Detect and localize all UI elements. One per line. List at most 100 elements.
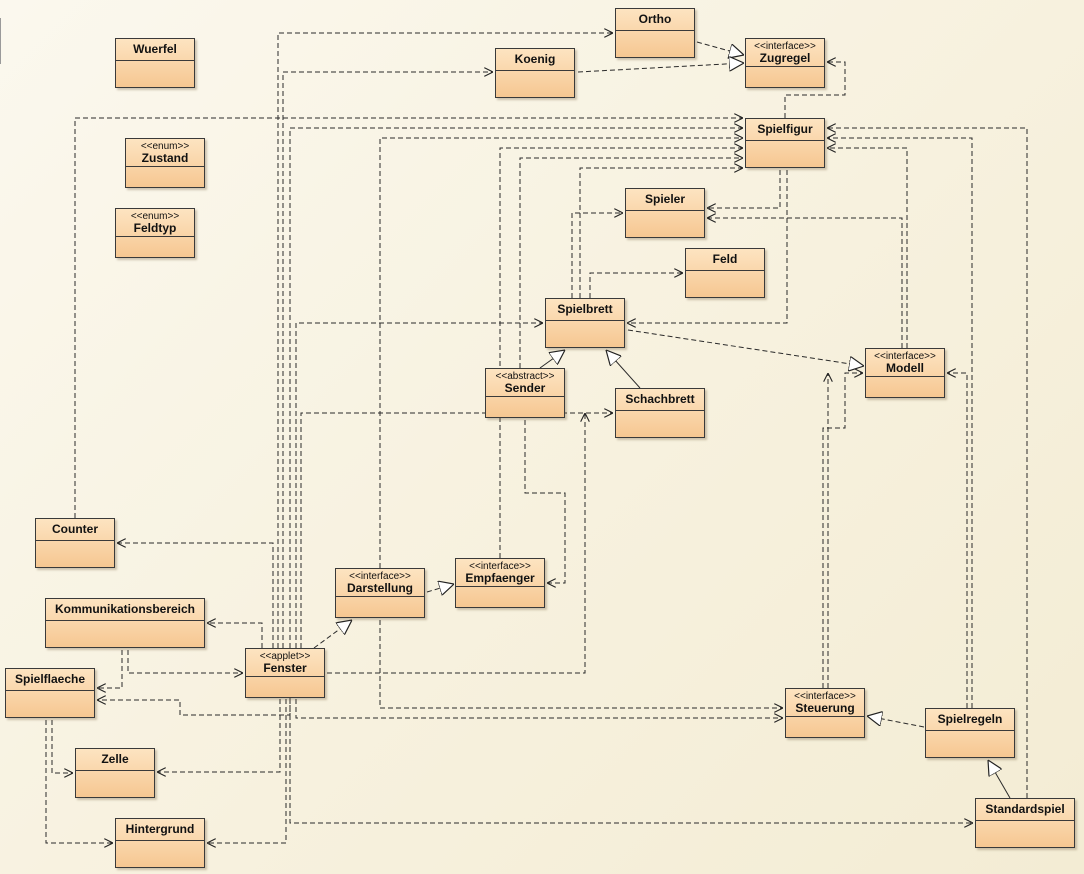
class-box-steuerung[interactable]: <<interface>>Steuerung xyxy=(785,688,865,738)
class-header: Hintergrund xyxy=(116,819,204,841)
class-name: Feld xyxy=(712,252,738,266)
class-header: <<interface>>Zugregel xyxy=(746,39,824,67)
generalization-edge-standardspiel-to-spielregeln xyxy=(988,760,1011,799)
class-stereotype: <<enum>> xyxy=(130,211,180,222)
dependency-edge-kommunikationsbereich-to-spielflaeche xyxy=(97,650,123,688)
class-box-zugregel[interactable]: <<interface>>Zugregel xyxy=(745,38,825,88)
class-header: Spielregeln xyxy=(926,709,1014,731)
class-box-modell[interactable]: <<interface>>Modell xyxy=(865,348,945,398)
class-name: Spielbrett xyxy=(557,302,613,316)
class-name: Ortho xyxy=(638,12,672,26)
dependency-edge-fenster-to-counter xyxy=(117,543,274,648)
class-name: Modell xyxy=(886,361,924,375)
dependency-edge-spielfigur-to-zugregel xyxy=(784,62,846,118)
class-stereotype: <<interface>> xyxy=(794,691,856,702)
class-stereotype: <<interface>> xyxy=(349,571,411,582)
class-box-spielflaeche[interactable]: Spielflaeche xyxy=(5,668,95,718)
realization-edge-spielregeln-to-steuerung xyxy=(867,716,925,728)
class-header: Feld xyxy=(686,249,764,271)
class-name: Hintergrund xyxy=(125,822,195,836)
class-box-counter[interactable]: Counter xyxy=(35,518,115,568)
class-header: Counter xyxy=(36,519,114,541)
class-name: Empfaenger xyxy=(465,571,535,585)
class-header: Spielbrett xyxy=(546,299,624,321)
dependency-edge-fenster-to-kommunikationsbereich xyxy=(207,623,263,648)
class-name: Standardspiel xyxy=(985,802,1065,816)
class-stereotype: <<interface>> xyxy=(874,351,936,362)
class-name: Schachbrett xyxy=(625,392,695,406)
class-name: Steuerung xyxy=(795,701,855,715)
class-header: Spieler xyxy=(626,189,704,211)
class-box-empfaenger[interactable]: <<interface>>Empfaenger xyxy=(455,558,545,608)
class-header: <<interface>>Modell xyxy=(866,349,944,377)
class-box-kommunikationsbereich[interactable]: Kommunikationsbereich xyxy=(45,598,205,648)
class-header: <<enum>>Feldtyp xyxy=(116,209,194,237)
class-header: Spielflaeche xyxy=(6,669,94,691)
dependency-edge-fenster-to-spielbrett xyxy=(295,323,543,648)
class-box-fenster[interactable]: <<applet>>Fenster xyxy=(245,648,325,698)
class-box-spielfigur[interactable]: Spielfigur xyxy=(745,118,825,168)
dependency-edge-sender-to-empfaenger xyxy=(524,420,566,583)
class-name: Darstellung xyxy=(346,581,413,595)
class-header: Schachbrett xyxy=(616,389,704,411)
class-header: <<interface>>Empfaenger xyxy=(456,559,544,587)
class-box-ortho[interactable]: Ortho xyxy=(615,8,695,58)
class-box-darstellung[interactable]: <<interface>>Darstellung xyxy=(335,568,425,618)
dependency-edge-standardspiel-to-spielfigur xyxy=(827,128,1028,798)
dependency-edge-spielbrett-to-spielfigur xyxy=(579,168,743,298)
dependency-edge-modell-to-spieler xyxy=(707,218,903,348)
class-box-spielbrett[interactable]: Spielbrett xyxy=(545,298,625,348)
realization-edge-darstellung-to-empfaenger xyxy=(426,584,454,592)
class-box-feld[interactable]: Feld xyxy=(685,248,765,298)
class-box-wuerfel[interactable]: Wuerfel xyxy=(115,38,195,88)
class-header: Koenig xyxy=(496,49,574,71)
class-box-hintergrund[interactable]: Hintergrund xyxy=(115,818,205,868)
class-stereotype: <<enum>> xyxy=(140,141,190,152)
class-name: Fenster xyxy=(263,661,307,675)
class-header: <<enum>>Zustand xyxy=(126,139,204,167)
class-name: Feldtyp xyxy=(133,221,177,235)
dependency-edge-fenster-to-koenig xyxy=(282,72,493,648)
generalization-edge-sender-to-spielbrett xyxy=(539,350,565,369)
class-box-zustand[interactable]: <<enum>>Zustand xyxy=(125,138,205,188)
dependency-edge-sender-to-spielfigur xyxy=(519,158,743,368)
class-box-sender[interactable]: <<abstract>>Sender xyxy=(485,368,565,418)
realization-edge-koenig-to-zugregel xyxy=(577,63,744,73)
class-header: Wuerfel xyxy=(116,39,194,61)
class-stereotype: <<interface>> xyxy=(754,41,816,52)
class-box-standardspiel[interactable]: Standardspiel xyxy=(975,798,1075,848)
dependency-edge-spielflaeche-to-zelle xyxy=(51,720,73,773)
class-name: Spielregeln xyxy=(937,712,1003,726)
class-name: Kommunikationsbereich xyxy=(54,602,196,616)
dependency-edge-fenster-to-spielflaeche xyxy=(97,697,291,716)
dependency-edge-spielbrett-to-spieler xyxy=(571,213,623,298)
class-header: Zelle xyxy=(76,749,154,771)
class-name: Spielflaeche xyxy=(14,672,86,686)
class-header: <<interface>>Darstellung xyxy=(336,569,424,597)
class-box-spieler[interactable]: Spieler xyxy=(625,188,705,238)
dependency-edge-fenster-to-zelle xyxy=(157,699,281,772)
class-header: <<applet>>Fenster xyxy=(246,649,324,677)
class-box-schachbrett[interactable]: Schachbrett xyxy=(615,388,705,438)
class-stereotype: <<interface>> xyxy=(469,561,531,572)
class-name: Spielfigur xyxy=(757,122,813,136)
generalization-edge-schachbrett-to-spielbrett xyxy=(606,350,641,389)
class-header: Standardspiel xyxy=(976,799,1074,821)
class-name: Zelle xyxy=(101,752,129,766)
class-name: Wuerfel xyxy=(133,42,177,56)
dependency-edge-empfaenger-to-spielfigur xyxy=(499,148,743,558)
dependency-edge-steuerung-to-modell xyxy=(822,373,863,688)
dependency-edge-modell-to-spielfigur xyxy=(827,148,908,348)
class-box-feldtyp[interactable]: <<enum>>Feldtyp xyxy=(115,208,195,258)
class-name: Koenig xyxy=(514,52,556,66)
class-header: <<interface>>Steuerung xyxy=(786,689,864,717)
dependency-edge-spielflaeche-to-hintergrund xyxy=(45,720,113,843)
window-edge-marker xyxy=(0,18,4,64)
class-box-spielregeln[interactable]: Spielregeln xyxy=(925,708,1015,758)
realization-edge-fenster-to-darstellung xyxy=(313,620,352,649)
class-box-zelle[interactable]: Zelle xyxy=(75,748,155,798)
class-box-koenig[interactable]: Koenig xyxy=(495,48,575,98)
dependency-edge-spielregeln-to-spielfigur xyxy=(827,138,973,708)
class-header: Ortho xyxy=(616,9,694,31)
